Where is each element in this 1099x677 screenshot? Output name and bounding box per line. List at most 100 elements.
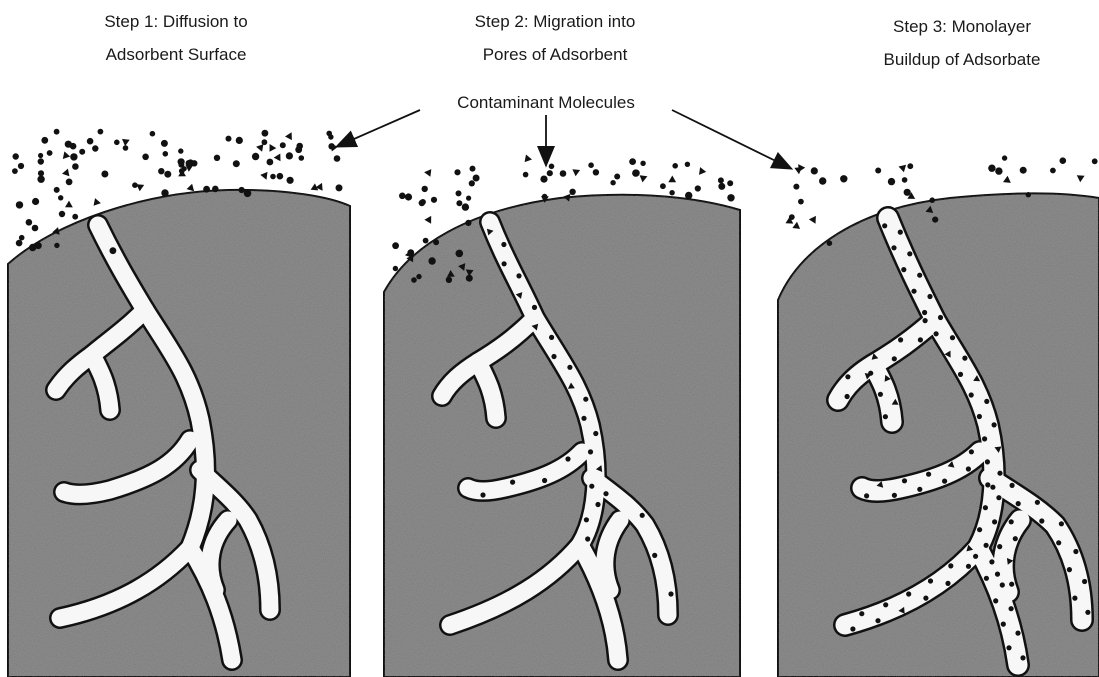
molecule-dot (997, 471, 1002, 476)
molecule-dot (927, 294, 932, 299)
molecule-dot (38, 153, 43, 158)
molecule-dot (510, 480, 515, 485)
molecule-dot (456, 190, 462, 196)
molecule-dot (942, 479, 947, 484)
molecule-dot (433, 239, 439, 245)
molecule-dot (1060, 157, 1067, 164)
molecule-dot (1010, 483, 1015, 488)
molecule-dot (1039, 518, 1044, 523)
molecule-dot (902, 478, 907, 483)
molecule-dot (1073, 549, 1078, 554)
molecule-dot (969, 392, 974, 397)
molecule-dot (462, 203, 469, 210)
molecule-dot (87, 138, 94, 145)
molecule-dot (13, 153, 19, 159)
molecule-dot (652, 553, 657, 558)
molecule-dot (934, 331, 939, 336)
molecule-dot (18, 163, 24, 169)
molecule-dot (393, 266, 398, 271)
molecule-dot (466, 275, 473, 282)
molecule-dot (891, 245, 896, 250)
molecule-dot (532, 305, 537, 310)
molecule-dot (995, 167, 1002, 174)
molecule-triangle (270, 144, 277, 152)
molecule-dot (465, 220, 471, 226)
molecule-dot (932, 217, 938, 223)
molecule-dot (966, 564, 971, 569)
step-1-label: Step 1: Diffusion to Adsorbent Surface (104, 12, 247, 64)
molecule-dot (907, 251, 912, 256)
molecule-dot (1082, 579, 1087, 584)
molecule-dot (416, 274, 421, 279)
adsorbent-grain-2 (384, 195, 740, 677)
molecule-dot (727, 180, 733, 186)
molecule-dot (473, 175, 480, 182)
molecule-dot (845, 374, 850, 379)
molecule-dot (798, 199, 804, 205)
molecule-dot (1067, 567, 1072, 572)
molecule-dot (1013, 536, 1018, 541)
molecule-dot (35, 242, 42, 249)
molecule-dot (79, 149, 85, 155)
molecule-dot (588, 449, 593, 454)
molecule-triangle (62, 169, 69, 177)
molecule-dot (466, 196, 471, 201)
molecule-dot (411, 277, 417, 283)
molecule-dot (859, 611, 864, 616)
molecule-dot (454, 169, 460, 175)
molecule-dot (326, 131, 332, 137)
molecule-dot (72, 163, 79, 170)
molecule-dot (214, 155, 220, 161)
step-3-label: Step 3: Monolayer Buildup of Adsorbate (884, 17, 1041, 69)
molecule-dot (19, 235, 25, 241)
molecule-dot (142, 154, 149, 161)
molecule-dot (542, 478, 547, 483)
molecule-dot (58, 195, 63, 200)
molecule-dot (892, 356, 897, 361)
molecule-dot (158, 168, 164, 174)
molecule-dot (923, 318, 928, 323)
molecule-dot (54, 129, 60, 135)
molecule-dot (672, 163, 678, 169)
molecule-dot (38, 170, 44, 176)
molecule-dot (845, 394, 850, 399)
molecule-dot (1056, 540, 1061, 545)
molecule-dot (629, 158, 636, 165)
molecule-dot (926, 472, 931, 477)
molecule-dot (588, 162, 594, 168)
molecule-dot (906, 591, 911, 596)
molecule-dot (41, 137, 48, 144)
molecule-dot (277, 173, 284, 180)
molecule-dot (977, 414, 982, 419)
molecule-dot (640, 161, 645, 166)
molecule-dot (901, 267, 906, 272)
molecule-dot (456, 250, 464, 258)
molecule-dot (1020, 655, 1025, 660)
molecule-triangle (274, 154, 281, 162)
molecule-dot (295, 146, 302, 153)
molecule-dot (990, 485, 995, 490)
molecule-dot (252, 153, 259, 160)
molecule-dot (16, 240, 23, 247)
molecule-dot (819, 177, 826, 184)
molecule-dot (72, 214, 78, 220)
molecule-dot (286, 152, 293, 159)
molecule-triangle (424, 169, 431, 177)
molecule-dot (212, 186, 219, 193)
molecule-dot (962, 356, 967, 361)
molecule-triangle (256, 144, 263, 152)
molecule-dot (997, 544, 1002, 549)
molecule-dot (878, 392, 883, 397)
molecule-dot (1015, 631, 1020, 636)
molecule-dot (1035, 500, 1040, 505)
molecule-dot (718, 177, 724, 183)
adsorbent-panel-3 (778, 155, 1099, 677)
molecule-dot (917, 487, 922, 492)
molecule-dot (446, 277, 452, 283)
molecule-triangle (699, 167, 706, 175)
molecule-dot (585, 536, 590, 541)
molecule-triangle (798, 164, 805, 172)
arrow-to-step-3 (672, 110, 790, 168)
molecule-dot (101, 171, 108, 178)
molecule-dot (549, 164, 555, 170)
